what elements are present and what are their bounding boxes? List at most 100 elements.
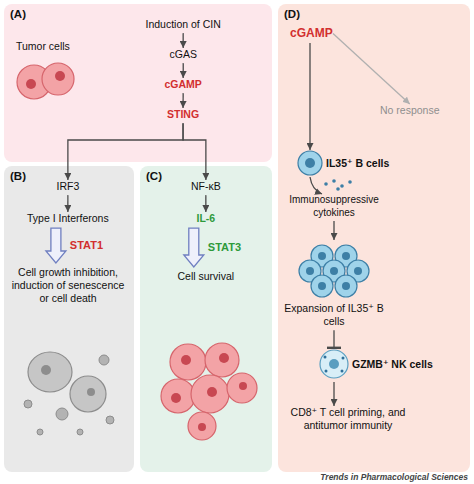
node-text: Induction of CIN bbox=[146, 18, 221, 31]
nucleus bbox=[181, 355, 191, 365]
step-text: Immunosuppressive cytokines bbox=[282, 194, 386, 219]
cell-label: Expansion of IL35⁺ B cells bbox=[282, 240, 386, 328]
node-text: cGAS bbox=[170, 48, 197, 61]
cytokine-dots bbox=[324, 179, 352, 191]
node-text: IL-6 bbox=[197, 212, 216, 225]
panel: (B) IRF3Type I InterferonsCell growth inh… bbox=[4, 166, 134, 472]
nucleus-fragment bbox=[87, 388, 95, 396]
flow-arrow bbox=[310, 177, 322, 194]
node-text: Expansion of IL35⁺ B cells bbox=[282, 302, 386, 328]
cell-fragment bbox=[24, 400, 32, 408]
nucleus bbox=[342, 252, 350, 260]
dead-cell bbox=[28, 352, 72, 392]
flow-arrow bbox=[333, 34, 410, 105]
nucleus-fragment bbox=[41, 365, 51, 375]
panel: (D) cGAMP No responseIL35⁺ B cellsImmunosu… bbox=[278, 4, 470, 472]
panel-label: (D) bbox=[284, 8, 300, 20]
nucleus bbox=[330, 267, 338, 275]
nucleus bbox=[198, 423, 206, 431]
nucleus bbox=[354, 267, 362, 275]
cytokine bbox=[336, 187, 340, 191]
nk-cell-icon bbox=[320, 350, 348, 378]
cytokine bbox=[332, 179, 336, 183]
nucleus bbox=[329, 359, 339, 369]
node-text: Cell survival bbox=[178, 270, 235, 283]
step-text: cGAMP bbox=[290, 26, 330, 41]
nucleus bbox=[318, 252, 326, 260]
node-text: IL35⁺ B cells bbox=[326, 150, 389, 176]
flow-arrow bbox=[183, 63, 184, 78]
block-arrow bbox=[184, 228, 204, 267]
outcome-text: No response bbox=[380, 104, 440, 117]
b-cell-icon bbox=[298, 151, 322, 175]
b-cell-cluster bbox=[299, 245, 369, 297]
step-text: IRF3 bbox=[57, 180, 80, 193]
cell-fragment bbox=[77, 429, 83, 435]
cytokine bbox=[348, 180, 352, 184]
b-cell bbox=[311, 275, 333, 297]
tumor-cell bbox=[227, 373, 257, 403]
panel-label: (C) bbox=[146, 170, 162, 182]
inhibition-arrow bbox=[333, 330, 334, 348]
step-text: IL-6 bbox=[197, 212, 216, 225]
granule bbox=[342, 357, 345, 360]
nucleus bbox=[55, 71, 65, 81]
edge-label: STAT1 bbox=[70, 239, 103, 251]
granule bbox=[341, 370, 344, 373]
flow-arrow bbox=[333, 382, 334, 406]
surviving-tumor-cells bbox=[161, 343, 257, 440]
node-text: Cell growth inhibition, induction of sen… bbox=[9, 266, 127, 305]
flow-arrow bbox=[67, 195, 68, 212]
tumor-cells bbox=[17, 63, 74, 99]
nucleus bbox=[305, 158, 315, 168]
flow-arrow bbox=[309, 43, 310, 150]
granule bbox=[325, 370, 328, 373]
dead-cell bbox=[70, 376, 106, 412]
cell-fragment bbox=[37, 429, 43, 435]
outcome-text: Cell growth inhibition, induction of sen… bbox=[9, 266, 127, 305]
flow-arrow bbox=[205, 195, 206, 212]
node-text: GZMB⁺ NK cells bbox=[352, 348, 433, 380]
granule bbox=[324, 356, 327, 359]
step-text: STING bbox=[167, 108, 199, 121]
b-cell bbox=[335, 275, 357, 297]
nucleus bbox=[306, 267, 314, 275]
nucleus bbox=[318, 282, 326, 290]
outcome-text: Cell survival bbox=[178, 270, 235, 283]
step-text: Type I Interferons bbox=[27, 212, 109, 225]
tumor-cell bbox=[205, 343, 239, 377]
tumor-cell bbox=[42, 63, 74, 95]
flow-arrow bbox=[333, 221, 334, 240]
flow-arrow bbox=[183, 123, 206, 180]
credit-text: Trends in Pharmacological Sciences bbox=[320, 472, 468, 482]
step-text: NF-κB bbox=[191, 180, 221, 193]
node-text: NF-κB bbox=[191, 180, 221, 193]
cytokine bbox=[340, 184, 344, 188]
nucleus bbox=[26, 79, 36, 89]
b-cell bbox=[298, 151, 322, 175]
panel-label: (A) bbox=[10, 8, 26, 20]
nucleus bbox=[239, 382, 247, 390]
tumor-cell bbox=[191, 375, 229, 413]
panel-label: (B) bbox=[10, 170, 26, 182]
node-text: CD8⁺ T cell priming, and antitumor immun… bbox=[278, 406, 418, 432]
nucleus bbox=[207, 387, 217, 397]
node-text: IRF3 bbox=[57, 180, 80, 193]
cell-fragment bbox=[99, 355, 109, 365]
tumor-cell bbox=[161, 379, 195, 413]
node-text: cGAMP bbox=[290, 26, 330, 41]
step-text: Induction of CIN bbox=[146, 18, 221, 31]
step-text: cGAS bbox=[170, 48, 197, 61]
node-text: No response bbox=[380, 104, 440, 117]
edge-label: STAT3 bbox=[208, 241, 241, 253]
nucleus bbox=[342, 282, 350, 290]
cell-fragment bbox=[106, 416, 114, 424]
cytokine bbox=[324, 182, 328, 186]
step-text: cGAMP bbox=[165, 78, 202, 91]
node-text: STING bbox=[167, 108, 199, 121]
outcome-text: CD8⁺ T cell priming, and antitumor immun… bbox=[278, 406, 418, 432]
flow-arrow bbox=[68, 123, 183, 180]
flow-arrow bbox=[182, 93, 183, 108]
cell-fragment bbox=[56, 408, 68, 420]
